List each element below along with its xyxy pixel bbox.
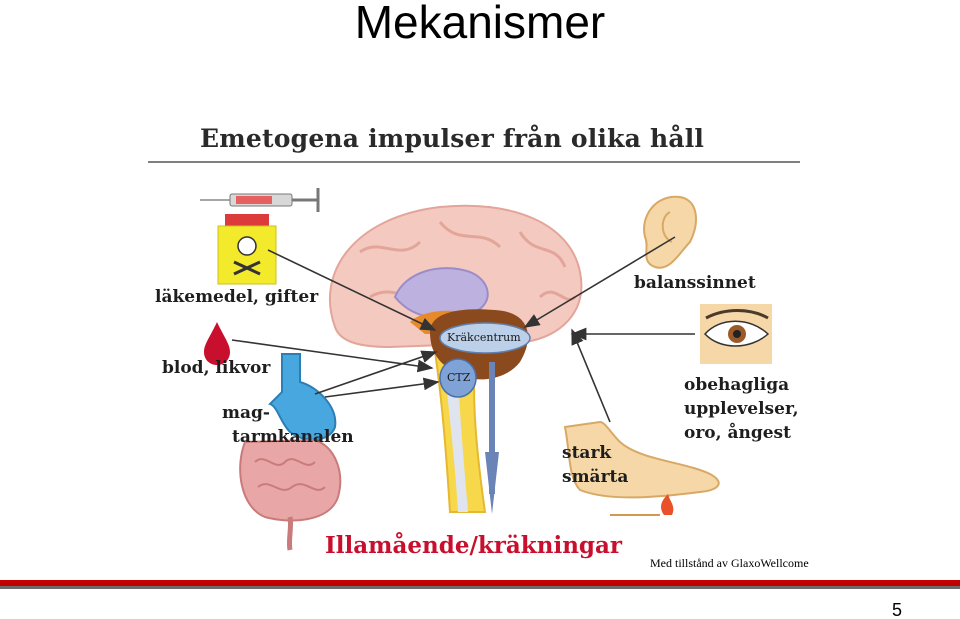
ctz-circle — [439, 358, 477, 398]
image-credit: Med tillstånd av GlaxoWellcome — [650, 556, 809, 570]
label-balance: balanssinnet — [634, 273, 756, 293]
label-emotions-line3: oro, ångest — [684, 423, 791, 443]
diagram-artwork — [148, 161, 800, 551]
foot-icon — [563, 420, 720, 499]
page-number: 5 — [891, 600, 902, 619]
footer-bar-red — [0, 580, 960, 586]
slide-title: Mekanismer — [354, 0, 606, 48]
brain-illustration — [329, 204, 583, 349]
blood-drop-icon — [204, 322, 230, 365]
ear-icon — [643, 195, 697, 269]
label-pain-line2: smärta — [562, 467, 629, 487]
stomach-icon — [268, 353, 337, 441]
label-gut-line1: mag- — [222, 403, 270, 423]
label-drugs-poisons: läkemedel, gifter — [155, 287, 319, 307]
label-emotions-line2: upplevelser, — [684, 399, 799, 419]
label-ctz: CTZ — [447, 371, 471, 384]
poison-bottle-icon — [217, 214, 277, 285]
footer-bar-gray — [0, 586, 960, 589]
match-flame-icon — [610, 494, 674, 516]
label-pain-line1: stark — [562, 443, 612, 463]
syringe-icon — [200, 188, 320, 212]
label-vomiting-center: Kräkcentrum — [447, 331, 521, 344]
diagram-footer-caption: Illamående/kräkningar — [325, 532, 623, 559]
intestine-icon — [239, 438, 342, 551]
emetogenic-impulses-diagram: Emetogena impulser från olika håll läkem… — [140, 122, 820, 562]
vomiting-center-ellipse — [439, 322, 531, 354]
eye-icon — [700, 304, 772, 364]
label-blood-csf: blod, likvor — [162, 358, 271, 378]
label-emotions-line1: obehagliga — [684, 375, 790, 395]
diagram-heading: Emetogena impulser från olika håll — [200, 124, 705, 153]
label-gut-line2: tarmkanalen — [232, 427, 354, 447]
impulse-arrows — [231, 236, 695, 423]
